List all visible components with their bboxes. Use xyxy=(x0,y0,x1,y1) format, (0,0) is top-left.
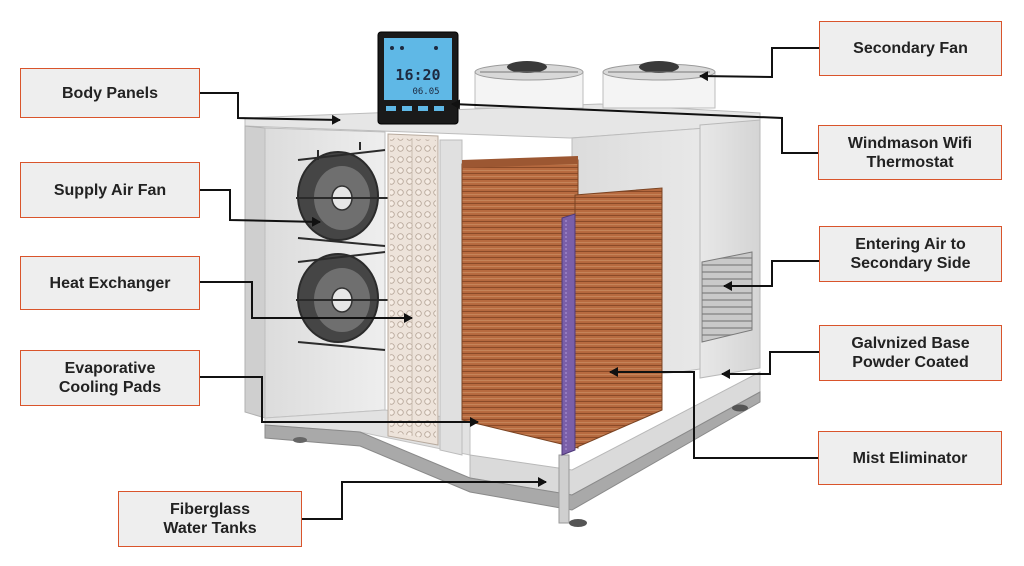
foot xyxy=(293,437,307,443)
secondary-fan-right xyxy=(602,61,716,109)
leader-evaporative-pads xyxy=(200,376,479,427)
secondary-fans xyxy=(474,61,716,109)
supply-fan-upper xyxy=(296,142,388,247)
supply-fans xyxy=(296,142,388,351)
leader-mist-eliminator xyxy=(609,367,818,459)
left-end-panel xyxy=(244,125,266,419)
foot xyxy=(732,404,748,412)
leader-lines xyxy=(200,47,819,520)
label-fiberglass-water-tanks: Fiberglass Water Tanks xyxy=(118,491,302,547)
thermostat-device: 16:20 06.05 xyxy=(377,31,459,125)
middle-divider xyxy=(439,139,463,456)
leader-body-panels xyxy=(200,92,341,125)
base-frame xyxy=(264,391,761,511)
leader-thermostat xyxy=(451,99,818,154)
label-entering-air-secondary-side: Entering Air to Secondary Side xyxy=(819,226,1002,282)
leader-galvanized-base xyxy=(721,351,819,379)
secondary-fan-left xyxy=(474,61,584,109)
thermostat-date: 06.05 xyxy=(412,87,439,97)
corner-post xyxy=(558,454,570,524)
leader-entering-air xyxy=(723,260,819,291)
heat-exchanger-coil xyxy=(387,133,439,446)
label-windmason-wifi-thermostat: Windmason Wifi Thermostat xyxy=(818,125,1002,180)
leader-secondary-fan xyxy=(699,47,819,82)
label-mist-eliminator: Mist Eliminator xyxy=(818,431,1002,485)
leader-supply-air-fan xyxy=(200,189,321,227)
label-body-panels: Body Panels xyxy=(20,68,200,118)
foot xyxy=(569,519,587,527)
label-evaporative-cooling-pads: Evaporative Cooling Pads xyxy=(20,350,200,406)
thermostat-time: 16:20 xyxy=(395,66,440,84)
label-galvanized-base: Galvnized Base Powder Coated xyxy=(819,325,1002,381)
supply-fan-lower xyxy=(296,251,388,351)
evaporative-pads xyxy=(461,156,579,449)
leader-heat-exchanger xyxy=(200,281,413,323)
mist-eliminator xyxy=(561,187,663,456)
intake-louver xyxy=(701,251,753,343)
label-heat-exchanger: Heat Exchanger xyxy=(20,256,200,310)
label-supply-air-fan: Supply Air Fan xyxy=(20,162,200,218)
leader-water-tanks xyxy=(302,477,547,520)
label-secondary-fan: Secondary Fan xyxy=(819,21,1002,76)
